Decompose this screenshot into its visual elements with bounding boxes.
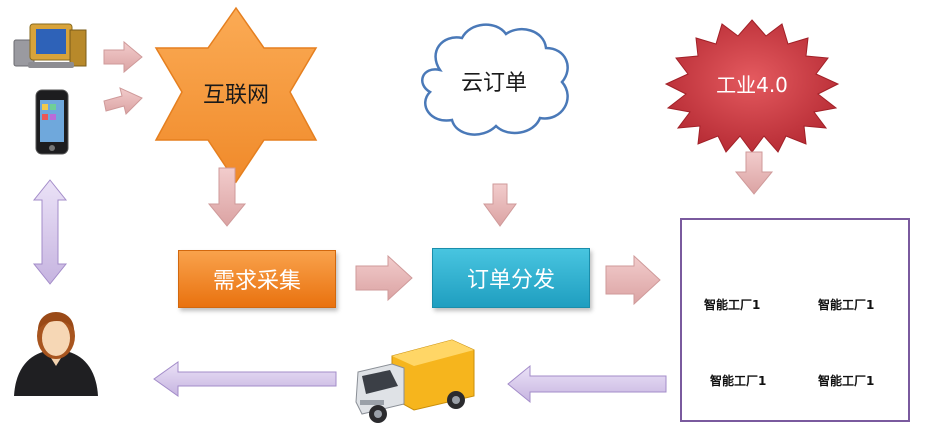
truck-icon: [355, 339, 475, 423]
arrow-dispatch-to-factories: [605, 254, 661, 306]
factory-label: 智能工厂1: [818, 374, 875, 388]
arrow-internet-to-demand: [207, 167, 247, 227]
arrow-phone-to-internet: [103, 87, 143, 115]
arrow-truck-to-user: [153, 361, 337, 397]
computer-icon: [13, 23, 87, 68]
arrow-factories-to-truck: [507, 364, 667, 404]
demand-collection-box: 需求采集: [178, 250, 336, 308]
arrow-user-devices-bidirectional: [32, 179, 68, 285]
factory-label: 智能工厂1: [704, 298, 761, 312]
order-dispatch-box: 订单分发: [432, 248, 590, 308]
arrow-demand-to-dispatch: [355, 254, 413, 302]
arrow-industry-to-factories: [734, 151, 774, 195]
industry-label: 工业4.0: [716, 73, 788, 97]
person-icon: [14, 312, 98, 396]
smartphone-icon: [35, 89, 69, 155]
arrow-computer-to-internet: [103, 40, 143, 74]
arrow-cloud-to-dispatch: [483, 183, 517, 227]
demand-collection-label: 需求采集: [212, 269, 301, 294]
factory-label: 智能工厂1: [710, 374, 767, 388]
internet-label: 互联网: [203, 83, 269, 108]
cloud-shape: [421, 23, 569, 136]
order-dispatch-label: 订单分发: [466, 268, 555, 293]
smart-factory-panel: [680, 218, 910, 422]
internet-star-shape: [154, 6, 318, 184]
cloud-order-label: 云订单: [461, 71, 527, 96]
factory-label: 智能工厂1: [818, 298, 875, 312]
